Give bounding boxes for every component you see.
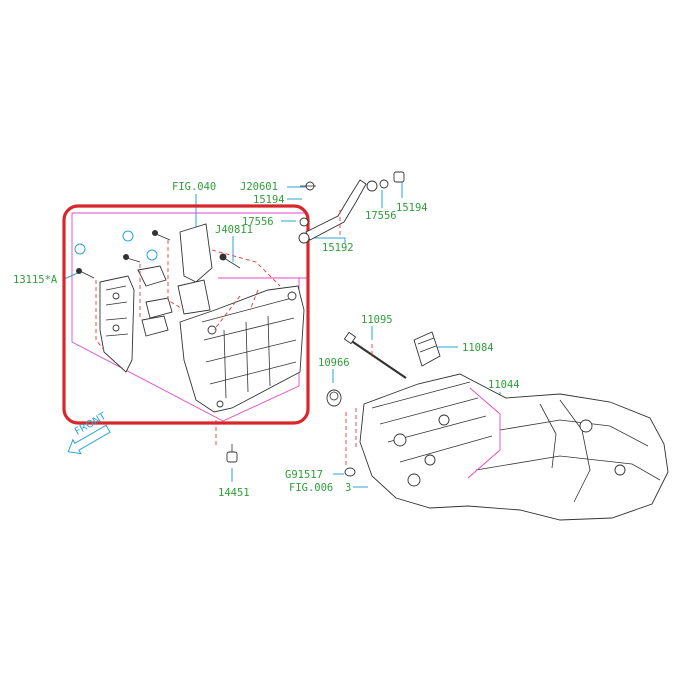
label-17556-a[interactable]: 17556: [242, 216, 274, 228]
label-j40811[interactable]: J40811: [215, 224, 253, 236]
o-ring-g91517[interactable]: [344, 467, 356, 477]
highlight-frame: [62, 204, 310, 425]
head-bolt-11095[interactable]: [343, 331, 407, 379]
label-13115[interactable]: 13115*A: [13, 274, 58, 286]
label-g91517[interactable]: G91517: [285, 469, 323, 481]
label-fig006-num: 3: [345, 482, 351, 494]
label-15192[interactable]: 15192: [322, 242, 354, 254]
engine-block-11044[interactable]: [345, 373, 669, 521]
label-11044[interactable]: 11044: [488, 379, 520, 391]
label-j20601[interactable]: J20601: [240, 181, 278, 193]
label-11084[interactable]: 11084: [462, 342, 494, 354]
cam-housing-assembly[interactable]: [99, 223, 305, 413]
label-10966[interactable]: 10966: [318, 357, 350, 369]
label-11095[interactable]: 11095: [361, 314, 393, 326]
plug-10966[interactable]: [326, 389, 342, 407]
reference-marker-icon: [74, 230, 158, 261]
label-fig006[interactable]: FIG.006: [289, 482, 333, 494]
gasket-11084[interactable]: [413, 331, 441, 367]
label-fig040[interactable]: FIG.040: [172, 181, 216, 193]
bolt-set[interactable]: [76, 230, 241, 279]
label-15194-b[interactable]: 15194: [396, 202, 428, 214]
label-15194-a[interactable]: 15194: [253, 194, 285, 206]
leader-15192: [312, 237, 346, 243]
assembly-dashed-leaders: [95, 240, 281, 448]
label-17556-b[interactable]: 17556: [365, 210, 397, 222]
oil-pipe-15192[interactable]: [298, 171, 405, 244]
label-14451[interactable]: 14451: [218, 487, 250, 499]
plug-14451[interactable]: [226, 444, 238, 463]
